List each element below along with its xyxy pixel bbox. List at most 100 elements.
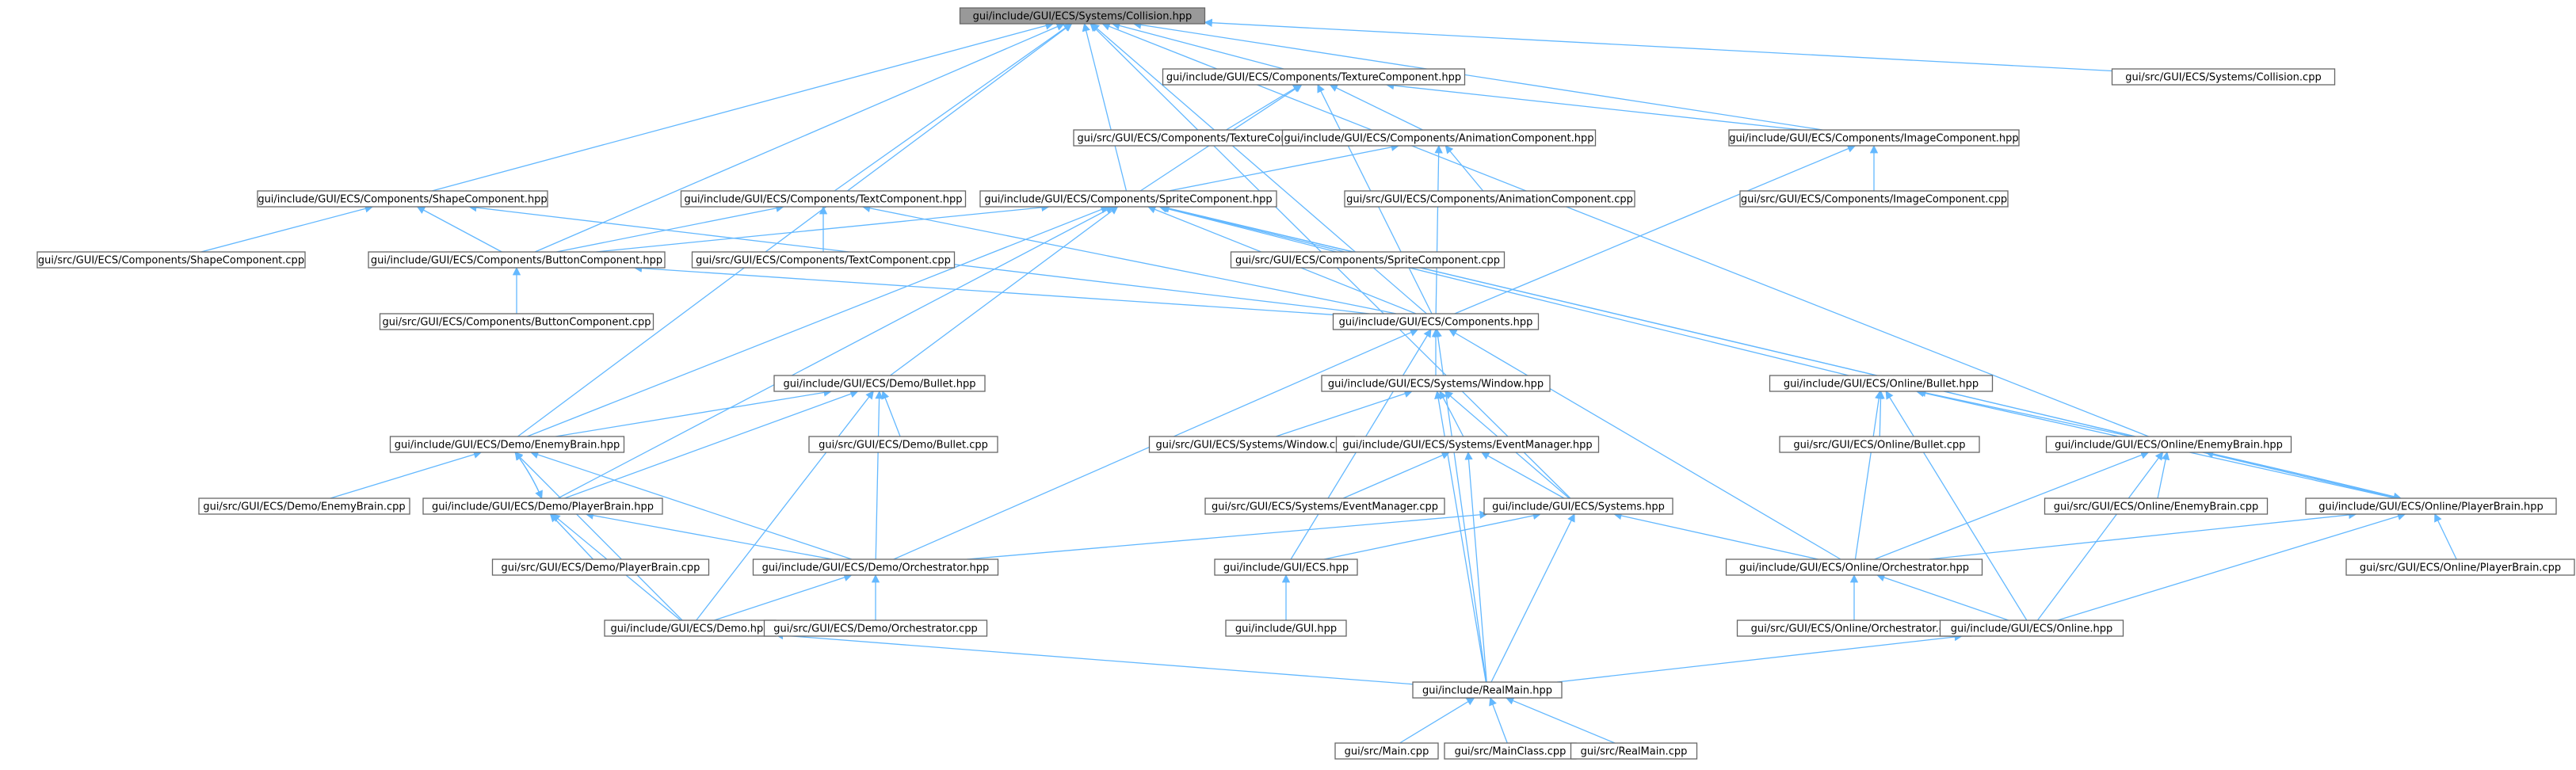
edge-online-hpp-to-online-enemybrain-hpp	[2036, 452, 2164, 621]
edge-button-hpp-to-sprite-hpp	[596, 203, 1050, 253]
node-animation-hpp[interactable]: gui/include/GUI/ECS/Components/Animation…	[1281, 129, 1597, 147]
edge-main-cpp-to-realmain-hpp	[1399, 697, 1475, 744]
edge-window-cpp-to-window-hpp	[1275, 390, 1413, 437]
node-label: gui/include/GUI/ECS/Components/ImageComp…	[1729, 133, 2018, 145]
node-demo-enemybrain-hpp[interactable]: gui/include/GUI/ECS/Demo/EnemyBrain.hpp	[389, 436, 625, 453]
node-button-hpp[interactable]: gui/include/GUI/ECS/Components/ButtonCom…	[368, 251, 666, 269]
edge-demo-enemybrain-hpp-to-sprite-hpp	[527, 205, 1109, 437]
node-demo-orchestrator-cpp[interactable]: gui/src/GUI/ECS/Demo/Orchestrator.cpp	[763, 619, 988, 637]
node-label: gui/src/RealMain.cpp	[1581, 746, 1688, 758]
node-realmain-cpp[interactable]: gui/src/RealMain.cpp	[1570, 742, 1698, 760]
node-online-orchestrator-cpp[interactable]: gui/src/GUI/ECS/Online/Orchestrator.cpp	[1736, 619, 1972, 637]
edge-online-hpp-to-online-orchestrator-hpp	[1876, 574, 2009, 621]
node-demo-enemybrain-cpp[interactable]: gui/src/GUI/ECS/Demo/EnemyBrain.cpp	[198, 497, 410, 515]
node-main-cpp[interactable]: gui/src/Main.cpp	[1334, 742, 1439, 760]
node-demo-bullet-cpp[interactable]: gui/src/GUI/ECS/Demo/Bullet.cpp	[808, 436, 998, 453]
node-shape-hpp[interactable]: gui/include/GUI/ECS/Components/ShapeComp…	[257, 190, 548, 208]
edge-online-orchestrator-hpp-to-online-enemybrain-hpp	[1874, 451, 2150, 560]
node-label: gui/include/GUI/ECS/Systems/Collision.hp…	[973, 11, 1193, 23]
node-components-hpp[interactable]: gui/include/GUI/ECS/Components.hpp	[1332, 313, 1540, 330]
node-online-orchestrator-hpp[interactable]: gui/include/GUI/ECS/Online/Orchestrator.…	[1725, 558, 1983, 576]
node-button-cpp[interactable]: gui/src/GUI/ECS/Components/ButtonCompone…	[379, 313, 654, 330]
node-label: gui/include/GUI/ECS/Online.hpp	[1951, 623, 2113, 635]
node-label: gui/include/GUI/ECS/Systems.hpp	[1492, 501, 1665, 513]
node-online-enemybrain-hpp[interactable]: gui/include/GUI/ECS/Online/EnemyBrain.hp…	[2045, 436, 2292, 453]
node-box	[1321, 375, 1551, 392]
node-online-bullet-hpp[interactable]: gui/include/GUI/ECS/Online/Bullet.hpp	[1769, 375, 1994, 392]
node-label: gui/include/GUI/ECS/Online/Bullet.hpp	[1784, 379, 1979, 391]
node-ecs-hpp[interactable]: gui/include/GUI/ECS.hpp	[1214, 558, 1358, 576]
edge-online-hpp-to-online-playerbrain-hpp	[2057, 512, 2406, 621]
node-label: gui/src/GUI/ECS/Components/AnimationComp…	[1346, 194, 1633, 206]
node-label: gui/include/GUI/ECS/Online/Orchestrator.…	[1739, 562, 1969, 574]
node-box	[1332, 313, 1540, 330]
node-box	[1281, 129, 1597, 147]
node-label: gui/src/GUI/ECS/Components/ButtonCompone…	[383, 317, 651, 329]
node-online-playerbrain-hpp[interactable]: gui/include/GUI/ECS/Online/PlayerBrain.h…	[2305, 497, 2557, 515]
node-online-enemybrain-cpp[interactable]: gui/src/GUI/ECS/Online/EnemyBrain.cpp	[2044, 497, 2269, 515]
edge-demo-playerbrain-hpp-to-demo-bullet-hpp	[564, 390, 859, 499]
edge-demo-orchestrator-hpp-to-systems-hpp	[967, 510, 1488, 560]
node-box	[691, 251, 956, 269]
node-box	[368, 251, 666, 269]
node-realmain-hpp[interactable]: gui/include/RealMain.hpp	[1412, 681, 1563, 699]
node-label: gui/src/GUI/ECS/Demo/Orchestrator.cpp	[773, 623, 977, 635]
node-demo-bullet-hpp[interactable]: gui/include/GUI/ECS/Demo/Bullet.hpp	[773, 375, 986, 392]
node-label: gui/src/GUI/ECS/Demo/Bullet.cpp	[819, 440, 988, 452]
node-label: gui/include/GUI/ECS/Components/ButtonCom…	[371, 255, 662, 267]
node-box	[808, 436, 998, 453]
node-label: gui/src/GUI/ECS/Online/Orchestrator.cpp	[1751, 623, 1958, 635]
node-eventmanager-cpp[interactable]: gui/src/GUI/ECS/Systems/EventManager.cpp	[1204, 497, 1445, 515]
node-shape-cpp[interactable]: gui/src/GUI/ECS/Components/ShapeComponen…	[36, 251, 306, 269]
edge-mainclass-cpp-to-realmain-hpp	[1489, 697, 1508, 744]
edge-online-playerbrain-hpp-to-sprite-hpp	[1161, 204, 2398, 499]
node-box	[1483, 497, 1673, 515]
node-box	[1335, 436, 1600, 453]
node-box	[422, 497, 663, 515]
node-label: gui/include/RealMain.hpp	[1422, 685, 1552, 697]
node-box	[1779, 436, 1980, 453]
node-demo-playerbrain-hpp[interactable]: gui/include/GUI/ECS/Demo/PlayerBrain.hpp	[422, 497, 663, 515]
node-image-hpp[interactable]: gui/include/GUI/ECS/Components/ImageComp…	[1728, 129, 2020, 147]
edge-demo-orchestrator-hpp-to-demo-enemybrain-hpp	[530, 451, 853, 560]
edge-sprite-hpp-to-animation-hpp	[1168, 143, 1400, 192]
edge-components-hpp-to-animation-hpp	[1434, 144, 1443, 314]
node-demo-hpp[interactable]: gui/include/GUI/ECS/Demo.hpp	[604, 619, 777, 637]
node-window-hpp[interactable]: gui/include/GUI/ECS/Systems/Window.hpp	[1321, 375, 1551, 392]
node-box	[1769, 375, 1994, 392]
node-texture-hpp[interactable]: gui/include/GUI/ECS/Components/TextureCo…	[1162, 68, 1466, 86]
node-text-hpp[interactable]: gui/include/GUI/ECS/Components/TextCompo…	[680, 190, 967, 208]
node-online-playerbrain-cpp[interactable]: gui/src/GUI/ECS/Online/PlayerBrain.cpp	[2345, 558, 2575, 576]
node-box	[257, 190, 548, 208]
node-label: gui/src/GUI/ECS/Online/Bullet.cpp	[1793, 440, 1965, 452]
node-text-cpp[interactable]: gui/src/GUI/ECS/Components/TextComponent…	[691, 251, 956, 269]
node-collision-cpp[interactable]: gui/src/GUI/ECS/Systems/Collision.cpp	[2111, 68, 2336, 86]
node-gui-hpp[interactable]: gui/include/GUI.hpp	[1225, 619, 1347, 637]
node-box	[1214, 558, 1358, 576]
node-online-bullet-cpp[interactable]: gui/src/GUI/ECS/Online/Bullet.cpp	[1779, 436, 1980, 453]
node-eventmanager-hpp[interactable]: gui/include/GUI/ECS/Systems/EventManager…	[1335, 436, 1600, 453]
node-box	[389, 436, 625, 453]
node-collision-hpp[interactable]: gui/include/GUI/ECS/Systems/Collision.hp…	[959, 7, 1206, 25]
edge-shape-hpp-to-collision-hpp	[431, 21, 1054, 192]
node-demo-playerbrain-cpp[interactable]: gui/src/GUI/ECS/Demo/PlayerBrain.cpp	[491, 558, 710, 576]
edge-button-hpp-to-shape-hpp	[416, 206, 502, 253]
node-box	[2111, 68, 2336, 86]
node-mainclass-cpp[interactable]: gui/src/MainClass.cpp	[1444, 742, 1577, 760]
node-image-cpp[interactable]: gui/src/GUI/ECS/Components/ImageComponen…	[1739, 190, 2009, 208]
node-systems-hpp[interactable]: gui/include/GUI/ECS/Systems.hpp	[1483, 497, 1673, 515]
node-box	[979, 190, 1277, 208]
node-demo-orchestrator-hpp[interactable]: gui/include/GUI/ECS/Demo/Orchestrator.hp…	[752, 558, 999, 576]
node-label: gui/include/GUI/ECS.hpp	[1223, 562, 1349, 574]
node-sprite-cpp[interactable]: gui/src/GUI/ECS/Components/SpriteCompone…	[1230, 251, 1506, 269]
edge-sprite-cpp-to-sprite-hpp	[1158, 204, 1337, 253]
node-sprite-hpp[interactable]: gui/include/GUI/ECS/Components/SpriteCom…	[979, 190, 1277, 208]
edge-button-hpp-to-collision-hpp	[534, 22, 1065, 253]
node-box	[1344, 190, 1635, 208]
node-animation-cpp[interactable]: gui/src/GUI/ECS/Components/AnimationComp…	[1344, 190, 1635, 208]
node-window-cpp[interactable]: gui/src/GUI/ECS/Systems/Window.cpp	[1148, 436, 1356, 453]
node-label: gui/include/GUI/ECS/Components/TextureCo…	[1166, 72, 1461, 84]
node-box	[773, 375, 986, 392]
node-box	[1739, 190, 2009, 208]
node-online-hpp[interactable]: gui/include/GUI/ECS/Online.hpp	[1939, 619, 2124, 637]
